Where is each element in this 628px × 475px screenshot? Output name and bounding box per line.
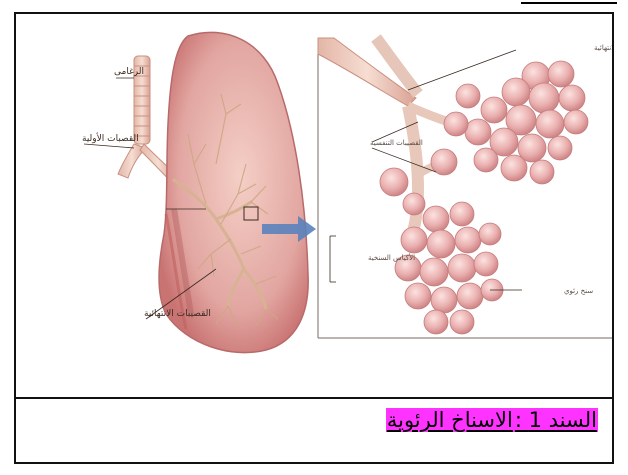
figure-cell: الرغامى القصبات الأولية القصيبات الانتها… xyxy=(16,14,612,395)
label-terminal-bronchioles: القصيبات الانتهائية xyxy=(144,309,211,319)
zoom-label-alveolus: سنخ رئوي xyxy=(564,287,593,295)
caption-title: الاسناخ الرئوية xyxy=(386,408,514,432)
lung-shape xyxy=(84,32,308,352)
lower-alveolar-sac xyxy=(395,193,503,334)
caption-label: السند 1 : xyxy=(514,408,598,432)
zoom-label-alveolar-sacs: الأكياس السنخية xyxy=(368,253,415,262)
upper-alveolar-sac xyxy=(431,61,588,184)
label-trachea: الرغامى xyxy=(114,67,144,77)
top-border-strip xyxy=(521,0,628,4)
lung-alveoli-illustration: الرغامى القصبات الأولية القصيبات الانتها… xyxy=(16,14,612,395)
label-primary-bronchi: القصبات الأولية xyxy=(82,132,139,144)
zoom-label-respiratory-bronchioles: القصيبات التنفسية xyxy=(370,139,423,147)
figure-caption: السند 1 :الاسناخ الرئوية xyxy=(386,406,598,434)
document-table: الرغامى القصبات الأولية القصيبات الانتها… xyxy=(14,12,614,464)
table-row-divider xyxy=(16,397,612,399)
top-border-line xyxy=(521,2,617,4)
zoom-label-terminal-bronchiole: القصيبات الانتهائية xyxy=(594,44,612,52)
